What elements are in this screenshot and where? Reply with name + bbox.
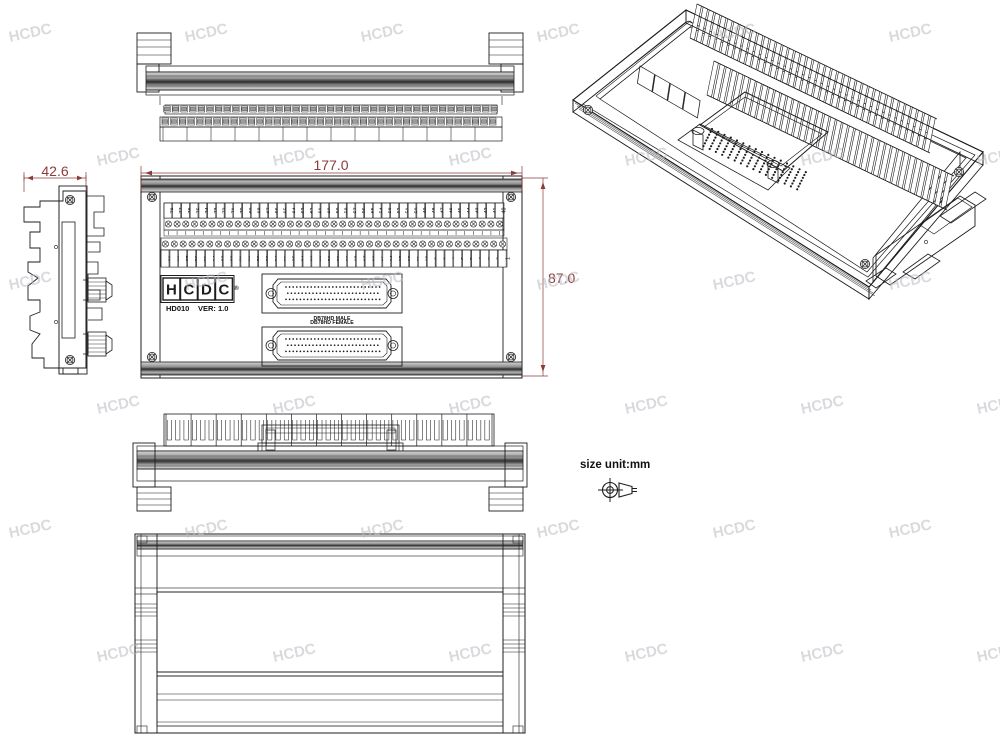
dimension-87-0-text: 87.0 <box>548 270 575 286</box>
svg-text:1: 1 <box>506 257 512 260</box>
terminal-1: 1 <box>497 240 512 268</box>
registered-mark: ® <box>234 284 239 292</box>
logo-letter-c-3: C <box>214 277 234 301</box>
top-view <box>136 32 524 142</box>
terminal-40: 40 <box>495 202 508 228</box>
isometric-logo <box>636 65 701 119</box>
left-view-connector-lower <box>83 331 113 357</box>
svg-text:C: C <box>184 282 195 299</box>
isometric-terminal-row-b <box>706 60 955 211</box>
connector-male-label: DB78HD MALE <box>314 316 351 322</box>
bottom-view <box>132 413 528 512</box>
dimension-87-0: 87.0 <box>522 177 575 377</box>
svg-text:40: 40 <box>502 208 508 214</box>
logo-letter-d-2: D <box>197 277 216 301</box>
terminal-row-bottom: 3938373635343332313029282726252423222120… <box>160 240 512 268</box>
logo-letter-h-0: H <box>162 277 181 301</box>
dimension-42-6-text: 42.6 <box>41 163 68 179</box>
first-angle-projection-icon <box>598 478 637 502</box>
isometric-connector <box>677 91 829 191</box>
connector-female-label: DB78HD FEMALE <box>310 320 354 326</box>
connector-db78hd-male: DB78HD MALE <box>261 273 403 322</box>
svg-text:H: H <box>166 282 177 299</box>
isometric-view <box>572 3 987 301</box>
bottom-view-terminal-pins <box>165 414 493 446</box>
dimension-177-0-text: 177.0 <box>313 157 348 173</box>
isometric-terminal-row-a <box>689 3 938 154</box>
isometric-din-clip <box>860 166 987 289</box>
svg-text:D: D <box>201 282 212 299</box>
terminal-row-top: 7877767574737271706968676665646362616059… <box>163 202 508 235</box>
terminal-block-strip: 7877767574737271706968676665646362616059… <box>160 202 512 268</box>
unit-note-text: size unit:mm <box>580 459 650 471</box>
rear-view <box>134 533 526 734</box>
front-view: 7877767574737271706968676665646362616059… <box>140 175 523 379</box>
dimension-42-6: 42.6 <box>23 163 87 192</box>
left-side-view <box>23 185 113 375</box>
left-view-connector-upper <box>83 277 113 303</box>
model-label: HD010 <box>166 304 189 313</box>
top-view-terminal-row <box>161 105 498 141</box>
connector-db78hd-female: DB78HD FEMALE <box>261 320 403 367</box>
unit-note-group: size unit:mm <box>580 459 650 502</box>
svg-text:C: C <box>219 282 230 299</box>
version-label: VER: 1.0 <box>198 304 228 313</box>
logo-letter-c-1: C <box>179 277 199 301</box>
